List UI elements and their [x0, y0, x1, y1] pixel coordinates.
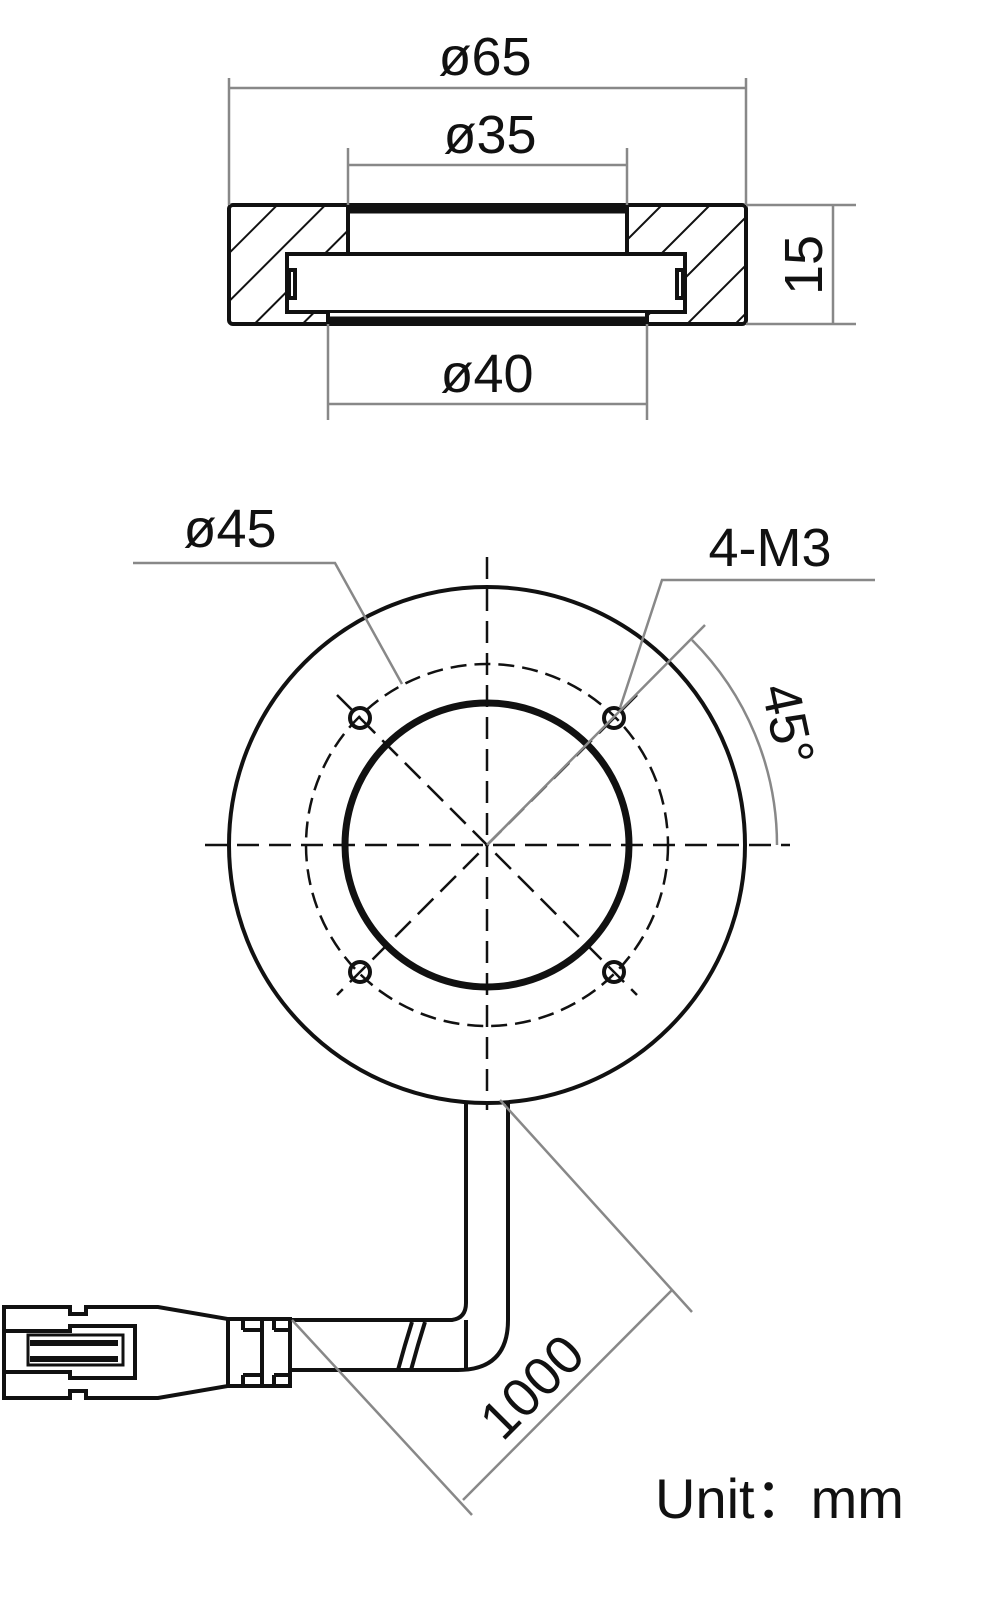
height-label: 15: [774, 235, 834, 295]
od-label: ø65: [438, 27, 531, 87]
mounting-holes: [348, 706, 626, 984]
angle-label: 45°: [750, 678, 826, 770]
section-outline: [227, 203, 748, 326]
dimension-od: ø65: [227, 27, 748, 205]
dimension-bottom: ø40: [326, 324, 649, 420]
cable: [290, 1103, 510, 1372]
holes-label: 4-M3: [708, 518, 831, 578]
section-view: [227, 203, 748, 326]
connector: [2, 1305, 292, 1400]
bottom-label: ø40: [440, 344, 533, 404]
leader-holes: 4-M3: [618, 518, 875, 709]
dimension-height: 15: [746, 203, 856, 326]
leader-bolt-circle: ø45: [133, 499, 404, 685]
unit-label: Unit：mm: [655, 1467, 904, 1530]
groove: [285, 252, 687, 314]
dimension-id: ø35: [346, 105, 629, 205]
dimension-angle: 45°: [486, 624, 826, 846]
dimension-cable-length: 1000: [291, 1099, 693, 1516]
id-label: ø35: [443, 105, 536, 165]
bolt-circle-label: ø45: [183, 499, 276, 559]
section-hatch: [229, 205, 746, 324]
